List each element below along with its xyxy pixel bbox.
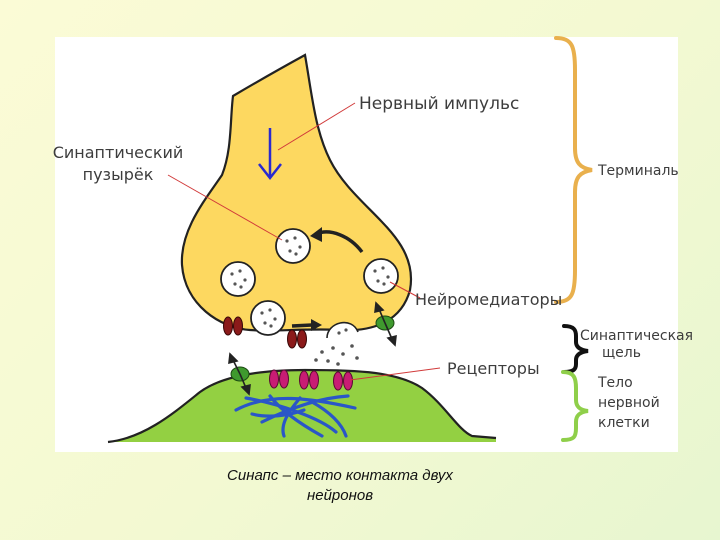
synaptic-vesicle [250,300,286,336]
exocytosis-vesicle [326,321,359,339]
transporters [228,301,397,396]
cleft-label-line1: Синаптическая [580,328,693,344]
cell-body-label-line1: Тело [597,375,633,391]
terminal-brace [554,36,593,304]
cleft-label-line2: щель [602,345,641,361]
vesicle-label-line2: пузырёк [83,165,154,184]
synaptic-vesicles [220,228,399,336]
cell-body-label-line3: клетки [598,415,650,431]
caption-line2: нейронов [306,487,374,504]
postsynaptic-receptors [269,369,353,391]
vesicle-movement-arrow [291,323,313,328]
synaptic-vesicle [363,258,399,294]
nerve-impulse-label: Нервный импульс [359,94,519,114]
cell-body-brace [561,370,589,442]
terminal-label: Терминаль [597,163,679,179]
receptors-label: Рецепторы [447,359,540,378]
pointer-lines [167,102,441,381]
synaptic-vesicle [275,228,311,264]
postsynaptic-membrane [107,368,497,444]
dendrite-fibers [234,394,357,438]
neurotransmitters-label: Нейромедиаторы [415,290,562,309]
neurotransmitter-dots [230,236,390,366]
cleft-brace [562,324,589,374]
presynaptic-channels [223,316,307,349]
caption-line1: Синапс – место контакта двух [227,467,453,484]
caption: Синапс – место контакта двух нейронов [160,466,520,506]
synaptic-vesicle [220,261,256,297]
cell-body-label-line2: нервной [598,395,660,411]
vesicle-label-line1: Синаптический [53,143,184,162]
